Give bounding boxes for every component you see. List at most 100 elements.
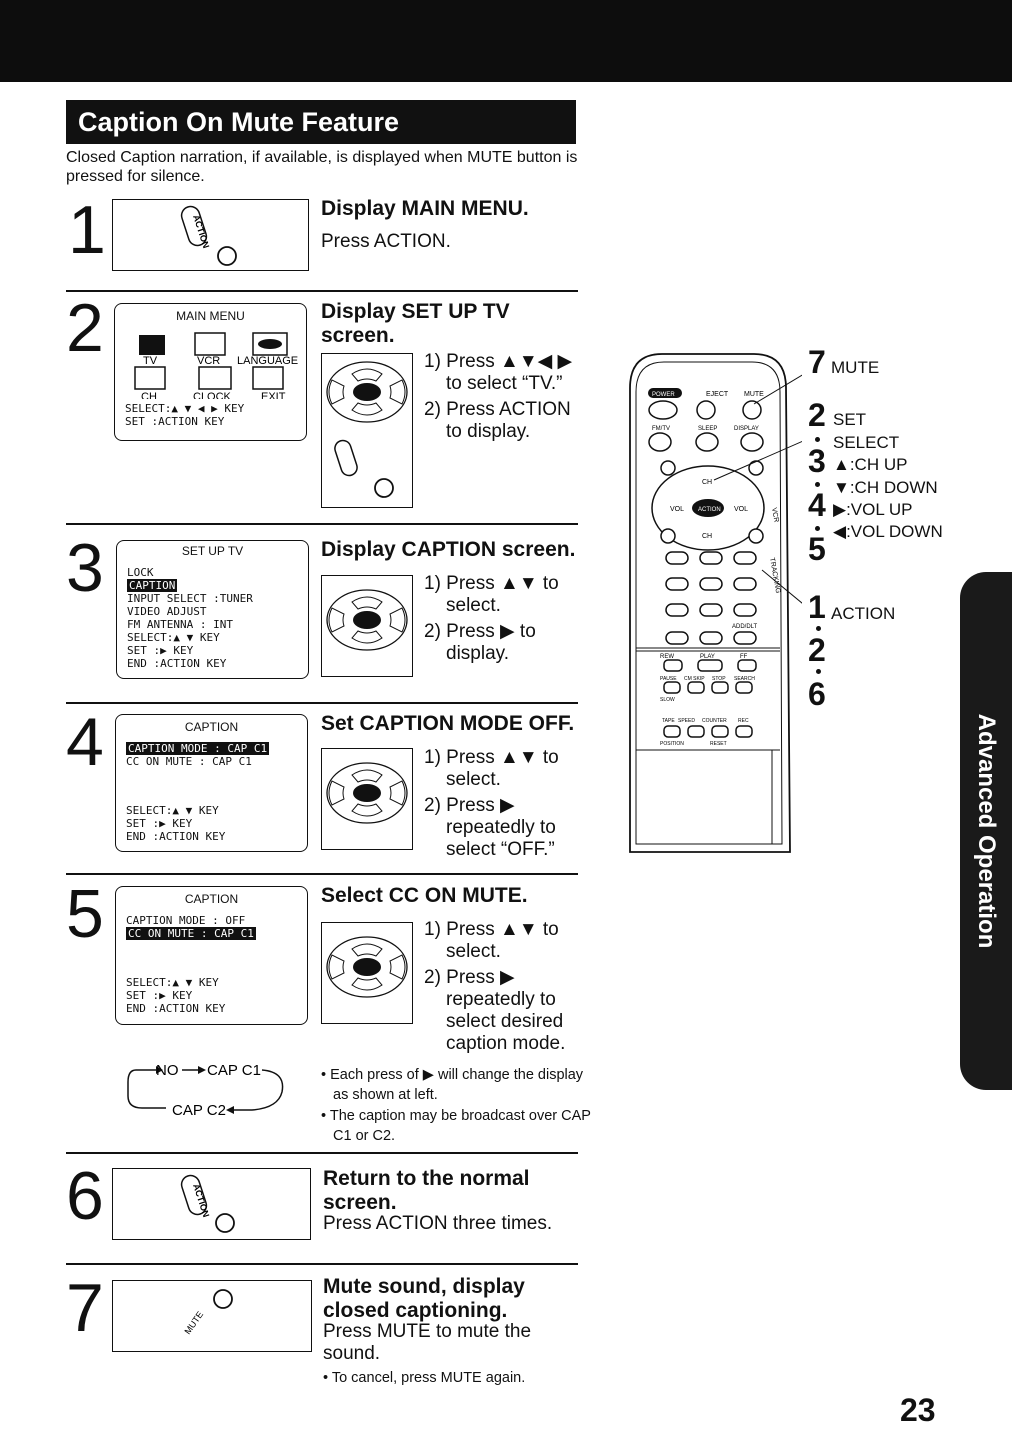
screen-title: SET UP TV — [181, 544, 244, 558]
caption-screen-step-5: CAPTION CAPTION MODE : OFF CC ON MUTE : … — [115, 886, 308, 1025]
remote-num-3: 3 — [808, 443, 826, 479]
step-7-body: Press MUTE to mute the sound. — [323, 1321, 532, 1364]
cycle-cap-c2: CAP C2 — [172, 1102, 226, 1119]
remote-label-action: ACTION — [831, 604, 896, 623]
step-3-button-frame — [321, 575, 413, 677]
divider — [66, 702, 578, 704]
svg-text:COUNTER: COUNTER — [702, 718, 727, 724]
mute-button-icon: MUTE — [182, 1289, 233, 1337]
action-button-icon: ACTION — [180, 205, 237, 266]
step-1-body: Press ACTION. — [321, 231, 451, 252]
svg-text:POWER: POWER — [652, 392, 675, 398]
step-6-number: 6 — [66, 1158, 104, 1234]
cycle-cap-c1: CAP C1 — [207, 1062, 261, 1079]
svg-text:STOP: STOP — [712, 676, 726, 682]
menu-item-clock: CLOCK — [193, 391, 232, 399]
screen-line: INPUT SELECT :TUNER — [127, 592, 253, 605]
screen-line: SET :▶ KEY — [126, 989, 193, 1002]
step-7-note: • To cancel, press MUTE again. — [323, 1370, 526, 1386]
remote-num-6: 6 — [808, 676, 826, 712]
step-4-number: 4 — [66, 704, 104, 780]
side-tab-label: Advanced Operation — [973, 713, 1000, 949]
svg-text:EJECT: EJECT — [706, 391, 729, 398]
cycle-no: NO — [156, 1062, 179, 1079]
screen-line: END :ACTION KEY — [126, 830, 226, 843]
remote-label-vol-up: ▶:VOL UP — [833, 500, 913, 519]
step-7-heading: Mute sound, display closed captioning. — [323, 1275, 525, 1322]
top-black-bar — [0, 0, 1012, 82]
note: • The caption may be broadcast over CAP … — [321, 1108, 591, 1144]
svg-text:POSITION: POSITION — [660, 741, 684, 747]
menu-item-vcr: VCR — [197, 355, 220, 367]
step-4-heading: Set CAPTION MODE OFF. — [321, 712, 575, 735]
svg-text:CH: CH — [702, 479, 712, 486]
screen-line: SET :▶ KEY — [126, 817, 193, 830]
screen-line-highlight: CAPTION — [127, 579, 178, 592]
step-6-body: Press ACTION three times. — [323, 1213, 553, 1234]
setup-tv-screen: SET UP TV LOCK CAPTION INPUT SELECT :TUN… — [116, 540, 309, 679]
divider — [66, 290, 578, 292]
svg-text:MUTE: MUTE — [744, 391, 764, 398]
svg-text:VOL: VOL — [734, 506, 748, 513]
step-5-number: 5 — [66, 876, 104, 952]
svg-text:DISPLAY: DISPLAY — [734, 426, 759, 432]
screen-title: MAIN MENU — [176, 309, 245, 323]
screen-line: SELECT:▲ ▼ KEY — [126, 976, 219, 989]
caption-mode-cycle-diagram: NO CAP C1 CAP C2 — [127, 1062, 284, 1119]
screen-line-highlight: CC ON MUTE : CAP C1 — [126, 927, 256, 940]
remote-label-select: SELECT — [833, 433, 900, 452]
instruction: 2) Press ▶ repeatedly to select desired … — [424, 967, 566, 1054]
svg-text:REW: REW — [660, 654, 674, 660]
note: • Each press of ▶ will change the displa… — [321, 1067, 584, 1103]
instruction: 2) Press ▶ to display. — [424, 621, 536, 664]
step-3-number: 3 — [66, 530, 104, 606]
screen-line: SET :ACTION KEY — [125, 415, 225, 428]
joystick-pad-icon — [326, 361, 408, 423]
step-5-button-frame — [321, 922, 413, 1024]
menu-item-tv: TV — [143, 355, 158, 367]
step-4-instructions: 1) Press ▲▼ to select. 2) Press ▶ repeat… — [424, 747, 574, 861]
screen-line: CAPTION MODE : OFF — [126, 914, 246, 927]
divider — [66, 1152, 578, 1154]
remote-num-7: 7 — [808, 344, 826, 380]
step-1-number: 1 — [68, 192, 106, 268]
step-7-number: 7 — [66, 1270, 104, 1346]
instruction: 2) Press ACTION to display. — [424, 399, 571, 442]
step-2-heading: Display SET UP TV screen. — [321, 300, 510, 347]
intro-text: Closed Caption narration, if available, … — [66, 149, 578, 185]
svg-text:CH: CH — [702, 533, 712, 540]
svg-text:VOL: VOL — [670, 506, 684, 513]
svg-text:SPEED: SPEED — [678, 718, 695, 724]
remote-label-set: SET — [833, 410, 867, 429]
menu-item-exit: EXIT — [261, 391, 286, 399]
remote-label-ch-up: ▲:CH UP — [833, 455, 908, 474]
screen-line: END :ACTION KEY — [127, 657, 227, 670]
svg-text:CM SKIP: CM SKIP — [684, 676, 705, 682]
divider — [66, 1263, 578, 1265]
section-title: Caption On Mute Feature — [66, 100, 576, 144]
screen-line: SELECT:▲ ▼ ◀ ▶ KEY — [125, 402, 245, 415]
page-number: 23 — [900, 1392, 936, 1428]
screen-line: LOCK — [127, 566, 154, 579]
joystick-pad-icon — [326, 936, 408, 998]
step-2-number: 2 — [66, 290, 104, 366]
screen-title: CAPTION — [184, 892, 239, 906]
remote-label-vol-down: ◀:VOL DOWN — [833, 522, 943, 541]
svg-text:FF: FF — [740, 654, 748, 660]
screen-line: SELECT:▲ ▼ KEY — [127, 631, 220, 644]
step-2-instructions: 1) Press ▲▼◀ ▶ to select “TV.” 2) Press … — [424, 351, 584, 443]
step-5-heading: Select CC ON MUTE. — [321, 884, 528, 907]
screen-line: CC ON MUTE : CAP C1 — [126, 755, 252, 768]
remote-num-1: 1 — [808, 589, 826, 625]
svg-text:PAUSE: PAUSE — [660, 676, 677, 682]
step-7-button-label: MUTE — [182, 1310, 205, 1337]
svg-text:ACTION: ACTION — [698, 507, 721, 513]
remote-num-2: 2 — [808, 397, 826, 433]
remote-control-illustration: POWER EJECT MUTE FM/TV SLEEP DISPLAY ACT… — [629, 353, 802, 853]
remote-num-4: 4 — [808, 487, 826, 523]
screen-line: VIDEO ADJUST — [127, 605, 207, 618]
main-menu-screen: MAIN MENU TV VCR LANGUAGE CH CLOCK EXIT … — [114, 303, 307, 441]
remote-label-mute: MUTE — [831, 358, 880, 377]
svg-text:TAPE: TAPE — [662, 718, 675, 724]
instruction: 1) Press ▲▼ to select. — [424, 573, 559, 616]
